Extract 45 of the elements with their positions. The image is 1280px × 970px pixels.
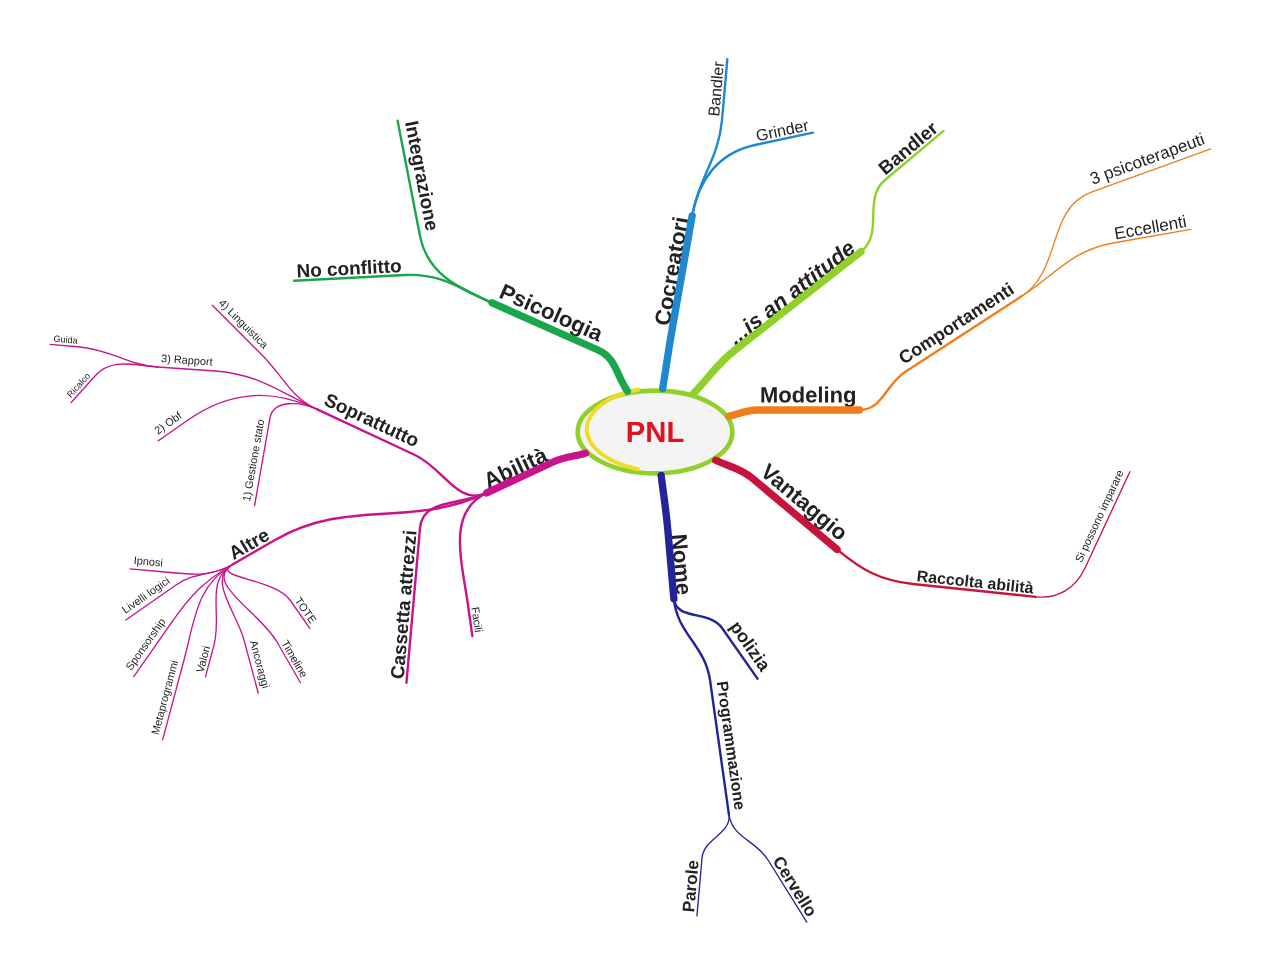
branch-line: [690, 131, 815, 218]
topic-label: 2) Obf: [154, 411, 182, 435]
branch-line: [405, 491, 488, 684]
topic-label: Integrazione: [405, 121, 436, 231]
branch-line: [696, 813, 730, 917]
branch-line: [231, 491, 488, 566]
topic-label: Parole: [682, 860, 699, 912]
branch-label: Nome: [671, 534, 689, 595]
branch-line: [1020, 228, 1192, 297]
topic-label: 1) Gestione stato: [243, 419, 264, 502]
topic-label: Altre: [231, 531, 269, 561]
branch-line: [483, 449, 590, 497]
branch-line: [859, 129, 945, 253]
branch-line: [1034, 471, 1131, 598]
branch-line: [689, 247, 865, 398]
topic-label: Bandler: [708, 61, 724, 116]
branch-line: [223, 563, 302, 684]
branch-line: [396, 119, 494, 305]
topic-label: Programmazione: [716, 681, 743, 810]
topic-label: Facili: [471, 607, 483, 632]
branch-label: Cocreatori: [655, 216, 689, 325]
topic-label: No conflitto: [297, 259, 401, 278]
branch-label: Modeling: [761, 386, 855, 408]
branch-line: [672, 597, 731, 816]
branch-line: [657, 471, 678, 603]
branch-line: [659, 212, 696, 393]
branch-line: [835, 548, 1037, 599]
branch-line: [858, 295, 1023, 412]
branch-line: [725, 406, 864, 420]
topic-label: Cassetta attrezzi: [391, 530, 417, 679]
topic-label: Raccolta abilità: [917, 570, 1034, 594]
branch-line: [70, 363, 159, 404]
branch-line: [712, 456, 841, 553]
topic-label: Valori: [196, 645, 211, 672]
branch-line: [253, 402, 318, 507]
branch-line: [488, 299, 632, 395]
topic-label: Guida: [53, 335, 78, 344]
topic-label: 3) Rapport: [161, 354, 213, 367]
branch-line: [227, 563, 311, 630]
topic-label: Eccellenti: [1114, 214, 1187, 240]
branch-line: [728, 813, 808, 923]
branch-line: [1020, 148, 1212, 297]
topic-label: Grinder: [756, 122, 808, 141]
branch-line: [156, 366, 318, 411]
topic-label: Ipnosi: [134, 556, 163, 567]
